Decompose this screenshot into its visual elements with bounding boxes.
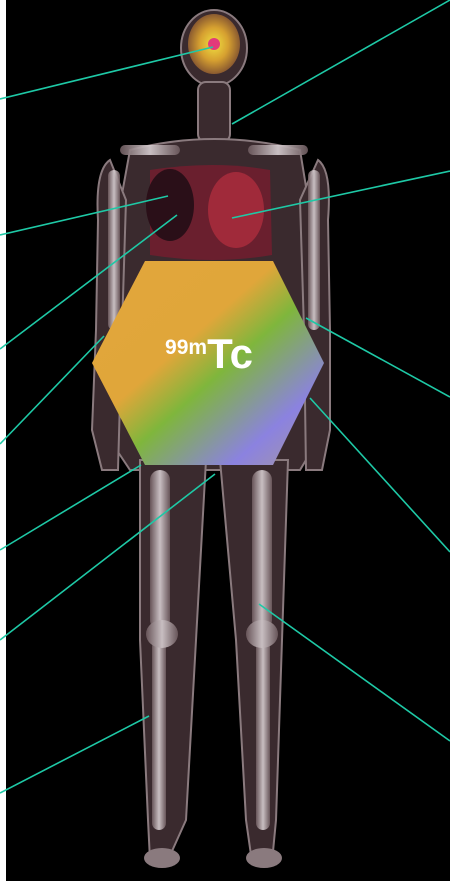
isotope-symbol: Tc [207,330,253,377]
isotope-mass-number: 99m [165,336,207,359]
isotope-label: 99mTc [100,333,318,375]
